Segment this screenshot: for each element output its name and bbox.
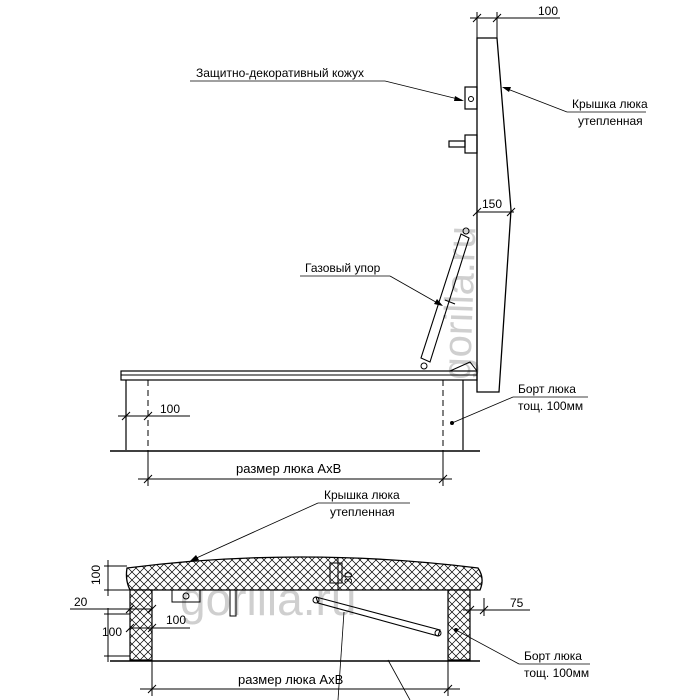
dimension-lower-20: 20 xyxy=(70,595,157,614)
dim-upper-100-label: 100 xyxy=(160,402,180,416)
watermark-upper: gorilla.ru xyxy=(435,225,484,380)
protective-cover xyxy=(448,86,478,154)
dimension-top-150: 150 xyxy=(472,197,516,217)
dimension-lower-100-side: 100 xyxy=(102,608,130,662)
closed-lid xyxy=(125,556,483,591)
frame-flange xyxy=(120,361,478,381)
closed-gas-strut xyxy=(312,596,442,637)
callout-lower-lid: Крышка люка утепленная xyxy=(189,488,410,562)
callout-lid-text-2: утепленная xyxy=(578,114,643,128)
callout-lower-lid-text-1: Крышка люка xyxy=(324,488,400,502)
left-curb xyxy=(129,589,153,661)
dim-lower-100-side-label: 100 xyxy=(102,625,122,639)
dimension-lower-30: 30 xyxy=(337,558,355,590)
dim-lower-size-label: размер люка AxB xyxy=(238,672,343,687)
callout-gas-strut-text: Газовый упор xyxy=(305,261,381,275)
dimension-upper-size: размер люка AxB xyxy=(138,450,452,486)
curb-walls xyxy=(110,380,480,452)
callout-curb-text-1: Борт люка xyxy=(518,382,576,396)
dimension-lower-75: 75 xyxy=(463,596,530,616)
dim-lower-20-label: 20 xyxy=(74,595,88,609)
callout-lower-curb-text-1: Борт люка xyxy=(524,649,582,663)
callout-curb-text-2: тощ. 100мм xyxy=(518,399,583,413)
dim-lower-30-label: 30 xyxy=(343,572,355,584)
callout-lower-lid-text-2: утепленная xyxy=(330,505,395,519)
watermark-upper-text: gorilla.ru xyxy=(435,225,484,380)
dim-top-100-label: 100 xyxy=(538,4,558,18)
gas-strut xyxy=(420,227,470,370)
callout-lid-insulated: Крышка люка утепленная xyxy=(502,87,648,128)
callout-protective-cover-text: Защитно-декоративный кожух xyxy=(196,66,364,80)
callout-curb: Борт люка тощ. 100мм xyxy=(450,382,588,425)
dim-lower-75-label: 75 xyxy=(510,596,524,610)
dimension-lower-size: размер люка AxB xyxy=(140,611,460,700)
dim-upper-size-label: размер люка AxB xyxy=(236,461,341,476)
dim-lower-100-lid-label: 100 xyxy=(89,565,103,585)
dimension-upper-100: 100 xyxy=(118,402,190,421)
dimension-lower-100-lid: 100 xyxy=(89,560,130,596)
dimension-lower-100-inner: 100 xyxy=(125,613,190,633)
callout-gas-strut: Газовый упор xyxy=(300,261,443,306)
upper-view xyxy=(110,37,512,452)
callout-lid-text-1: Крышка люка xyxy=(572,97,648,111)
dim-top-150-label: 150 xyxy=(482,197,502,211)
right-curb xyxy=(447,589,471,661)
dim-lower-100-inner-label: 100 xyxy=(166,613,186,627)
open-lid xyxy=(476,37,512,393)
callout-lower-curb: Борт люка тощ. 100мм xyxy=(454,628,590,680)
dimension-top-100: 100 xyxy=(470,4,560,38)
lower-view xyxy=(110,556,483,662)
callout-lower-curb-text-2: тощ. 100мм xyxy=(524,666,589,680)
callout-protective-cover: Защитно-декоративный кожух xyxy=(190,66,464,101)
